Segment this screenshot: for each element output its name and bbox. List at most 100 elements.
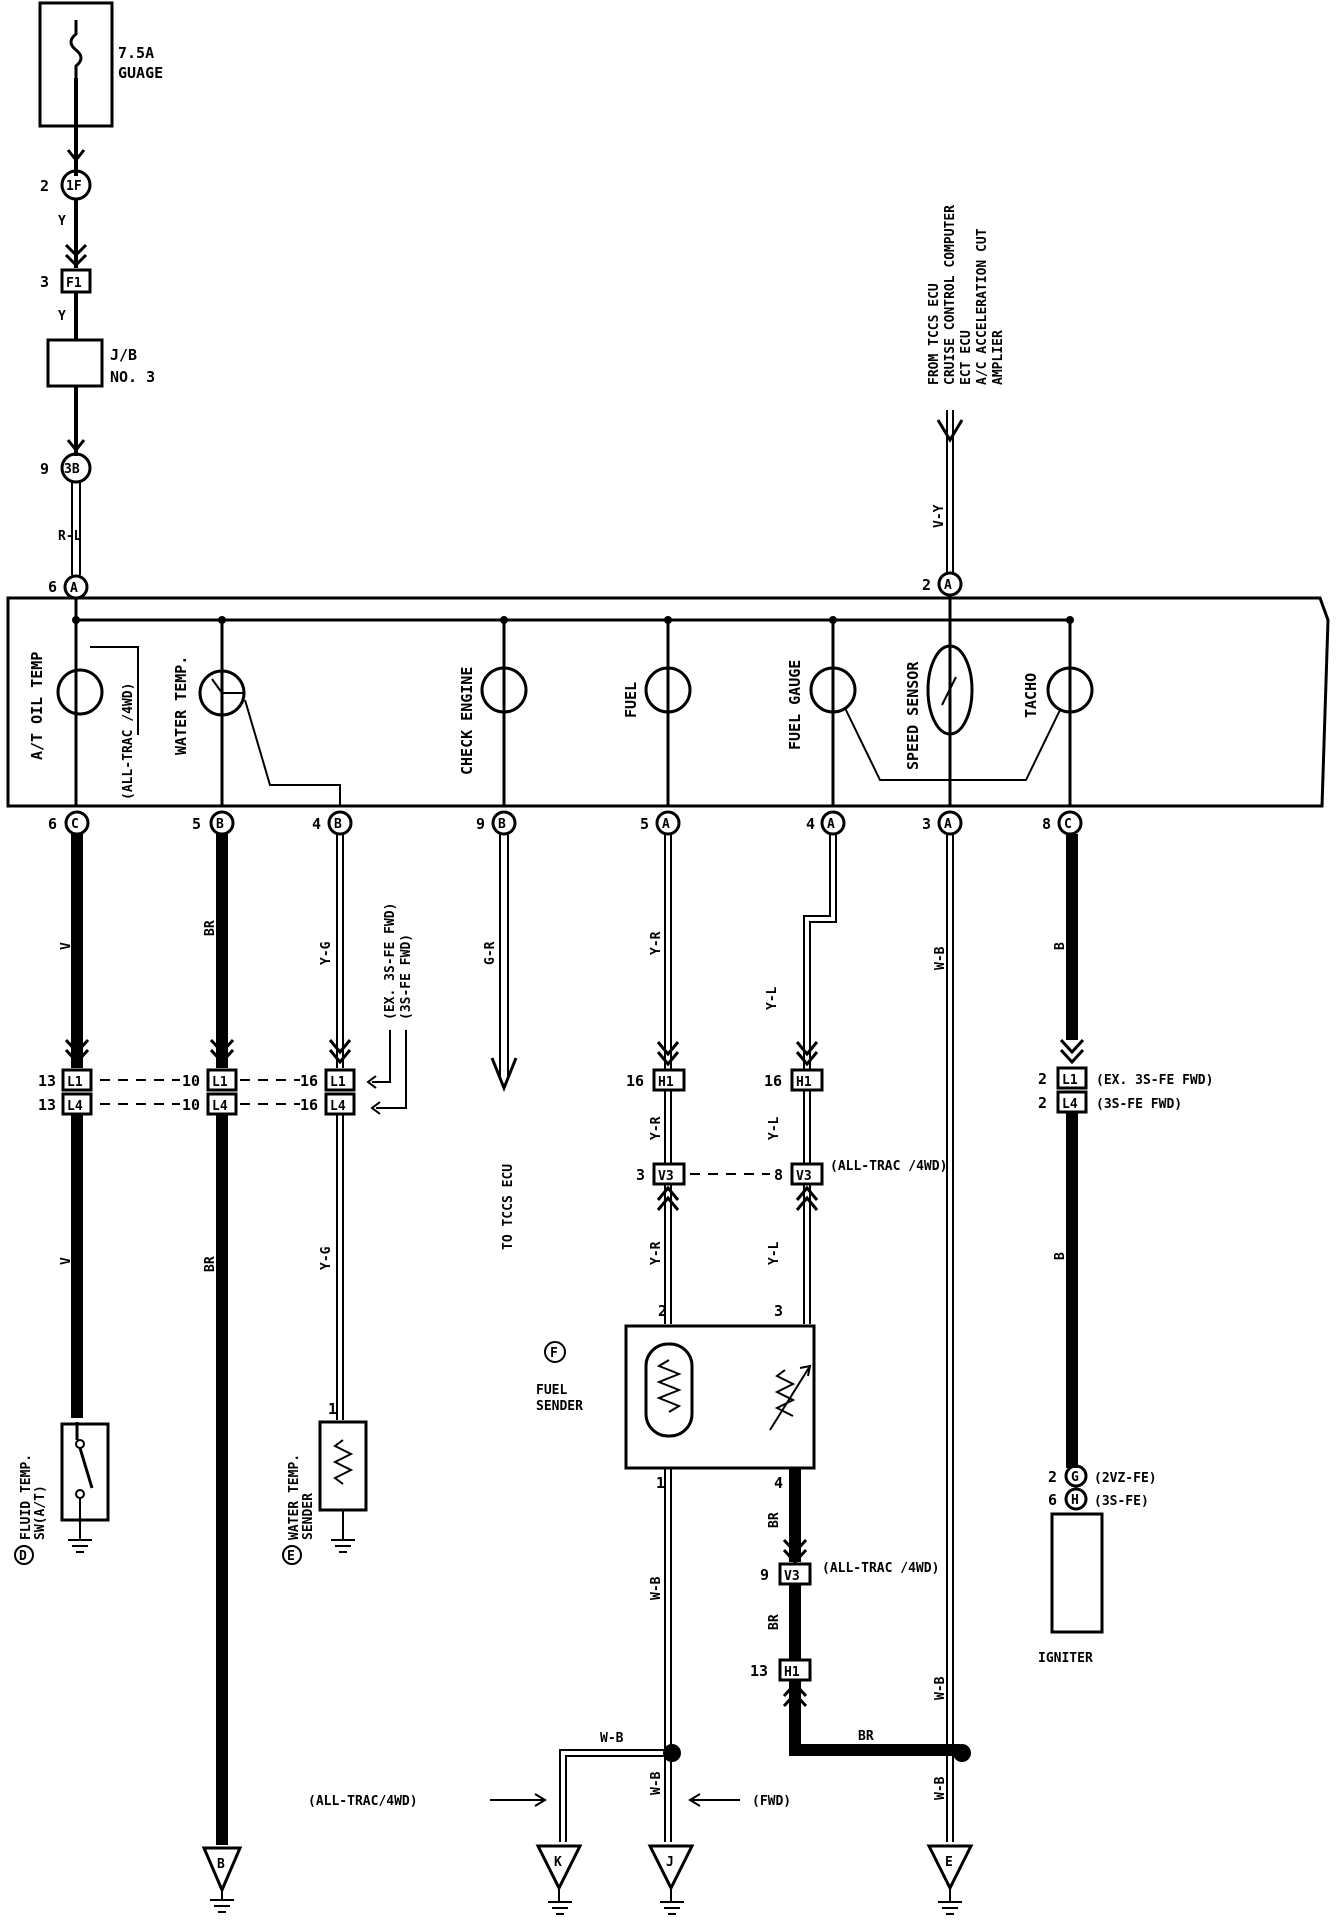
svg-text:BR: BR (858, 1729, 874, 1744)
svg-text:L1: L1 (212, 1075, 228, 1090)
svg-text:A: A (662, 817, 670, 832)
svg-text:BR: BR (767, 1614, 782, 1630)
from-line-4: A/C ACCELERATION CUT (975, 228, 990, 385)
svg-text:F: F (550, 1346, 558, 1361)
check-engine-label: CHECK ENGINE (458, 667, 476, 775)
svg-text:L4: L4 (330, 1099, 346, 1114)
column-fluid-temp: V L1 13 L4 13 V 1 D FLUID TEMP. SW(A/T) (14, 834, 110, 1565)
svg-text:FLUID TEMP.: FLUID TEMP. (19, 1454, 34, 1540)
svg-text:K: K (554, 1855, 562, 1870)
svg-text:C: C (1064, 817, 1072, 832)
svg-text:W-B: W-B (933, 946, 948, 970)
svg-text:9: 9 (476, 815, 485, 833)
svg-text:H: H (1071, 1493, 1079, 1508)
svg-text:8: 8 (1042, 815, 1051, 833)
svg-text:B: B (334, 817, 342, 832)
c4-id: A (70, 581, 78, 596)
column-fuel-gauge: Y-L H1 16 Y-L V3 8 (ALL-TRAC /4WD) Y-L (764, 834, 947, 1324)
svg-text:3: 3 (774, 1302, 783, 1320)
svg-text:10: 10 (182, 1072, 200, 1090)
svg-text:W-B: W-B (933, 1776, 948, 1800)
svg-text:1: 1 (656, 1474, 665, 1492)
svg-text:13: 13 (38, 1096, 56, 1114)
fuel-sender: 2 3 F FUEL SENDER 1 4 (536, 1302, 816, 1492)
speed-input: FROM TCCS ECU CRUISE CONTROL COMPUTER EC… (922, 205, 1006, 597)
svg-text:G: G (1071, 1470, 1079, 1485)
svg-text:WATER TEMP.: WATER TEMP. (287, 1454, 302, 1540)
column-igniter: B L1 2 (EX. 3S-FE FWD) L4 2 (3S-FE FWD) … (1038, 834, 1213, 1666)
speed-wire: V-Y (932, 504, 947, 528)
fuse: 7.5A GUAGE (38, 1, 163, 128)
svg-text:FUEL: FUEL (536, 1383, 567, 1398)
svg-text:BR: BR (767, 1512, 782, 1528)
svg-text:H1: H1 (784, 1665, 800, 1680)
svg-text:4: 4 (774, 1474, 783, 1492)
fuse-rating: 7.5A (118, 44, 154, 62)
bottom-pins: C 6 B 5 B 4 B 9 A 5 A 4 A 3 C 8 (48, 810, 1083, 836)
svg-text:10: 10 (182, 1096, 200, 1114)
svg-text:W-B: W-B (649, 1771, 664, 1795)
svg-text:Y-G: Y-G (319, 1246, 334, 1270)
svg-text:H1: H1 (796, 1075, 812, 1090)
svg-text:(EX. 3S-FE FWD): (EX. 3S-FE FWD) (1096, 1073, 1213, 1088)
c2-pin: 3 (40, 273, 49, 291)
c2-wire: Y (58, 309, 66, 324)
svg-text:BR: BR (203, 1256, 218, 1272)
svg-text:W-B: W-B (600, 1731, 624, 1746)
svg-text:E: E (287, 1549, 295, 1564)
svg-text:L1: L1 (330, 1075, 346, 1090)
svg-text:SENDER: SENDER (536, 1399, 583, 1414)
svg-text:3: 3 (922, 815, 931, 833)
svg-text:L1: L1 (1062, 1073, 1078, 1088)
c3-pin: 9 (40, 460, 49, 478)
svg-text:Y-R: Y-R (649, 1116, 664, 1140)
jb-no: NO. 3 (110, 368, 155, 386)
speed-pin: 2 (922, 576, 931, 594)
svg-text:A: A (827, 817, 835, 832)
svg-text:B: B (1053, 1252, 1068, 1260)
svg-text:6: 6 (1048, 1491, 1057, 1509)
svg-text:V3: V3 (796, 1169, 812, 1184)
svg-text:(FWD): (FWD) (752, 1794, 791, 1809)
svg-text:9: 9 (760, 1566, 769, 1584)
svg-text:B: B (498, 817, 506, 832)
fuel-label: FUEL (622, 682, 640, 718)
from-line-3: ECT ECU (959, 330, 974, 385)
connector-links (100, 1079, 300, 1105)
water-temp-label: WATER TEMP. (172, 656, 190, 755)
svg-text:V: V (59, 1257, 74, 1265)
svg-text:Y-R: Y-R (649, 931, 664, 955)
svg-text:V: V (59, 942, 74, 950)
svg-text:Y-L: Y-L (765, 986, 780, 1010)
column-water-temp: Y-G (EX. 3S-FE FWD) (3S-FE FWD) L1 16 L4… (282, 834, 414, 1565)
tacho-label: TACHO (1022, 673, 1040, 718)
svg-text:3: 3 (636, 1166, 645, 1184)
svg-text:A: A (944, 817, 952, 832)
column-tccs: G-R TO TCCS ECU (483, 834, 518, 1250)
svg-text:L4: L4 (67, 1099, 83, 1114)
svg-text:W-B: W-B (649, 1576, 664, 1600)
at-oil-temp-label: A/T OIL TEMP (28, 652, 46, 760)
svg-text:SENDER: SENDER (301, 1493, 316, 1540)
svg-text:W-B: W-B (933, 1676, 948, 1700)
svg-text:B: B (217, 1857, 225, 1872)
speed-sensor-label: SPEED SENSOR (904, 661, 922, 770)
svg-text:2: 2 (1038, 1094, 1047, 1112)
svg-text:Y-L: Y-L (767, 1116, 782, 1140)
svg-text:V3: V3 (658, 1169, 674, 1184)
svg-text:Y-G: Y-G (319, 941, 334, 965)
svg-text:2: 2 (658, 1302, 667, 1320)
svg-text:J: J (666, 1855, 674, 1870)
c2-id: F1 (66, 276, 82, 291)
svg-text:5: 5 (192, 815, 201, 833)
svg-text:(ALL-TRAC /4WD): (ALL-TRAC /4WD) (822, 1561, 939, 1576)
svg-text:SW(A/T): SW(A/T) (33, 1485, 48, 1540)
svg-text:(3S-FE FWD): (3S-FE FWD) (1096, 1097, 1182, 1112)
at-oil-temp-note: (ALL-TRAC /4WD) (121, 683, 136, 800)
from-line-5: AMPLIER (991, 330, 1006, 385)
svg-text:(3S-FE FWD): (3S-FE FWD) (399, 934, 414, 1020)
svg-text:(ALL-TRAC /4WD): (ALL-TRAC /4WD) (830, 1159, 947, 1174)
column-br: BR L1 10 L4 10 BR B (182, 834, 243, 1913)
svg-text:L1: L1 (67, 1075, 83, 1090)
